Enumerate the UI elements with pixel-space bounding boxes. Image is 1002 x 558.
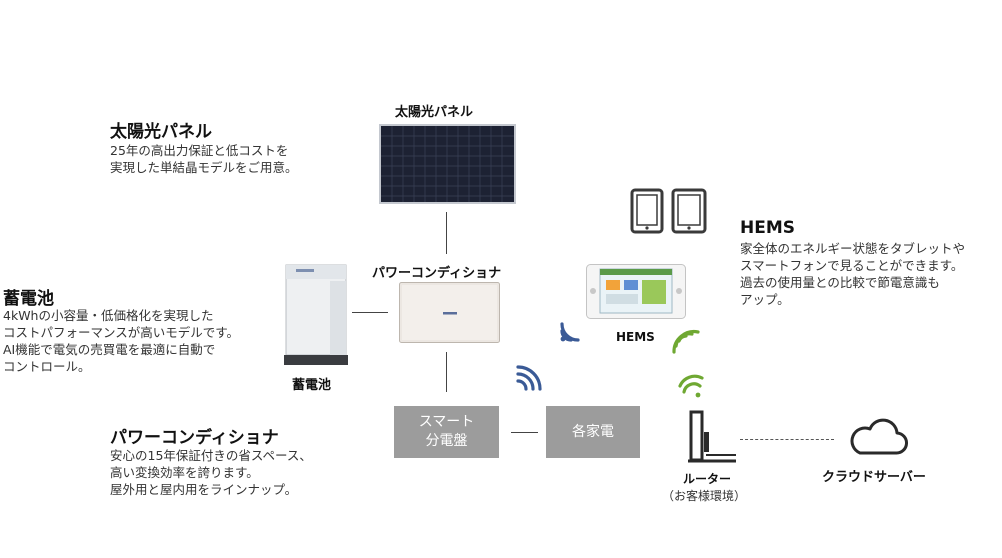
connector-line: [511, 432, 538, 433]
network-dashed-line: [740, 439, 834, 440]
battery-image: [284, 263, 348, 365]
conditioner-description: 安心の15年保証付きの省スペース、 高い変換効率を誇ります。 屋外用と屋内用をラ…: [110, 448, 312, 497]
connector-line: [352, 312, 388, 313]
wifi-icon: [554, 320, 584, 354]
wifi-icon: [514, 363, 544, 397]
cloud-icon: [846, 413, 908, 461]
wifi-icon: [676, 372, 706, 406]
conditioner-title: パワーコンディショナ: [110, 428, 279, 448]
solar-title: 太陽光パネル: [110, 122, 212, 142]
hems-title: HEMS: [740, 218, 796, 238]
power-conditioner-image: [399, 282, 500, 343]
connector-line: [446, 212, 447, 254]
power-conditioner-label: パワーコンディショナ: [372, 266, 502, 281]
solar-panel-label: 太陽光パネル: [395, 105, 474, 120]
router-icon: [688, 410, 738, 470]
battery-label: 蓄電池: [292, 378, 332, 393]
battery-title: 蓄電池: [3, 289, 54, 309]
tablet-icon: [630, 188, 664, 238]
hems-label: HEMS: [616, 330, 655, 344]
smart-panel-box: スマート 分電盤: [394, 406, 499, 458]
battery-description: 4kWhの小容量・低価格化を実現した コストパフォーマンスが高いモデルです。 A…: [3, 308, 240, 374]
router-label: ルーター: [683, 472, 732, 486]
appliances-box: 各家電: [546, 406, 640, 458]
connector-line: [446, 352, 447, 392]
hems-device-image: [586, 264, 686, 319]
hems-description: 家全体のエネルギー状態をタブレットや スマートフォンで見ることができます。 過去…: [740, 241, 966, 307]
tablet-icon: [671, 188, 707, 238]
cloud-server-label: クラウドサーバー: [822, 470, 926, 485]
router-sub-label: （お客様環境）: [662, 489, 747, 503]
solar-panel-image: [379, 124, 516, 204]
solar-description: 25年の高出力保証と低コストを 実現した単結晶モデルをご用意。: [110, 143, 298, 175]
wifi-icon: [670, 326, 702, 360]
